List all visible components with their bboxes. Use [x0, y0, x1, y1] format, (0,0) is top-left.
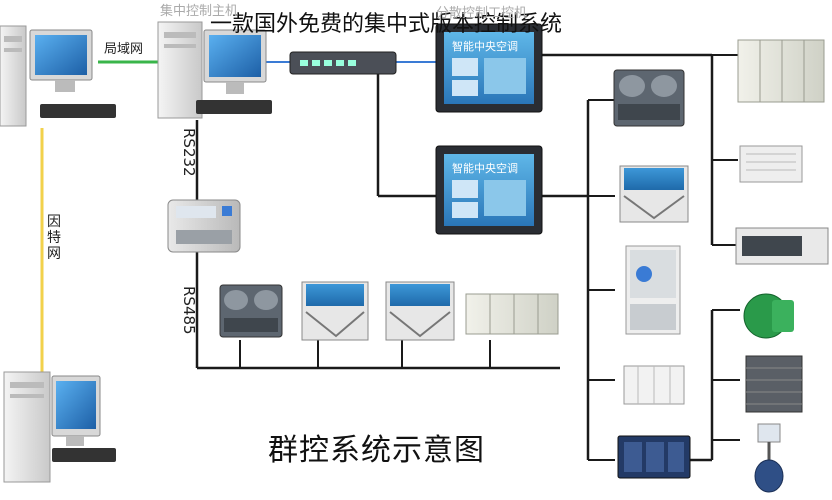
- touch-panel-2: [435, 145, 543, 235]
- diagram-caption: 群控系统示意图: [268, 433, 485, 468]
- distributed-pc-label: 分散控制工控机: [436, 6, 528, 21]
- large-air-handler: [737, 39, 825, 103]
- remote-pc-bottom: [3, 371, 116, 483]
- air-cooled-chiller: [619, 165, 689, 223]
- control-valve: [754, 423, 784, 493]
- rs232-label: RS232: [180, 128, 198, 177]
- air-handler-icon: [737, 39, 825, 103]
- desktop-pc-icon: [3, 371, 51, 483]
- bus-air-handler: [465, 293, 559, 335]
- desktop-pc-icon: [0, 25, 27, 127]
- cooling-tower: [745, 355, 803, 413]
- ac-cabinet: [739, 145, 803, 183]
- screw-chiller-top: [613, 69, 685, 127]
- plc-controller: [617, 435, 691, 479]
- panel2-title: 智能中央空调: [452, 162, 518, 175]
- cooling-tower-icon: [745, 355, 803, 413]
- bus-chiller-1: [301, 281, 369, 341]
- remote-pc-top: [0, 25, 116, 127]
- water-pump: [743, 293, 794, 339]
- bus-chiller-2: [385, 281, 455, 341]
- rs485-label: RS485: [180, 286, 198, 335]
- air-handler-icon: [739, 145, 803, 183]
- central-pc: [157, 21, 272, 119]
- lan-label: 局域网: [104, 42, 144, 57]
- bus-screw-chiller: [219, 284, 283, 338]
- central-pc-label: 集中控制主机: [160, 4, 239, 19]
- panel1-title: 智能中央空调: [452, 40, 518, 53]
- headline: 一款国外免费的集中式版本控制系统: [210, 12, 563, 37]
- touch-panel-1: [435, 23, 543, 113]
- indoor-unit: [623, 365, 685, 405]
- network-switch: [289, 51, 397, 75]
- internet-label: 因特网: [47, 214, 61, 262]
- outdoor-unit: [625, 245, 681, 335]
- air-handler-icon: [465, 293, 559, 335]
- valve-icon: [757, 423, 781, 443]
- rs232-rs485-converter: [167, 199, 241, 253]
- fan-coil: [735, 227, 829, 265]
